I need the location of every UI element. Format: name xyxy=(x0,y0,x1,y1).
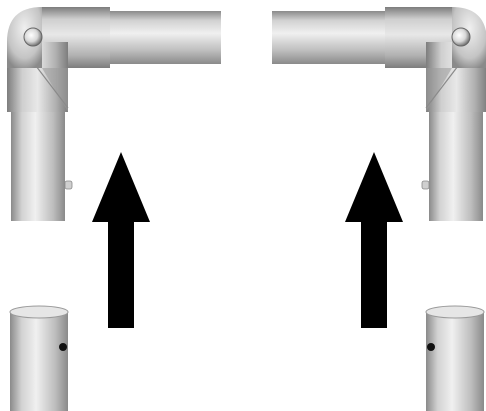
left-arrow-shape xyxy=(92,152,150,328)
right-lower-tube-body xyxy=(426,312,484,411)
left-lower-tube xyxy=(9,305,69,411)
left-horizontal-pipe xyxy=(108,11,221,64)
right-vertical-pipe xyxy=(429,110,483,221)
right-locking-pin xyxy=(421,180,430,190)
left-assembly-arrow xyxy=(92,152,150,328)
right-corner-fitting xyxy=(272,7,486,221)
right-arrow-shape xyxy=(345,152,403,328)
right-lower-tube-top xyxy=(425,305,485,319)
left-vertical-pipe xyxy=(11,110,65,221)
left-locking-pin xyxy=(64,180,73,190)
left-fitting-ball xyxy=(23,27,43,47)
right-lower-tube-hole xyxy=(427,343,435,351)
left-corner-fitting xyxy=(7,7,221,221)
left-fitting-bevel-edge xyxy=(35,65,69,109)
left-lower-tube-hole xyxy=(59,343,67,351)
right-assembly-arrow xyxy=(345,152,403,328)
right-fitting-ball xyxy=(451,27,471,47)
left-lower-tube-top xyxy=(9,305,69,319)
right-fitting-bevel-edge xyxy=(425,65,459,109)
left-lower-tube-body xyxy=(10,312,68,411)
right-horizontal-pipe xyxy=(272,11,387,64)
right-lower-tube xyxy=(425,305,485,411)
